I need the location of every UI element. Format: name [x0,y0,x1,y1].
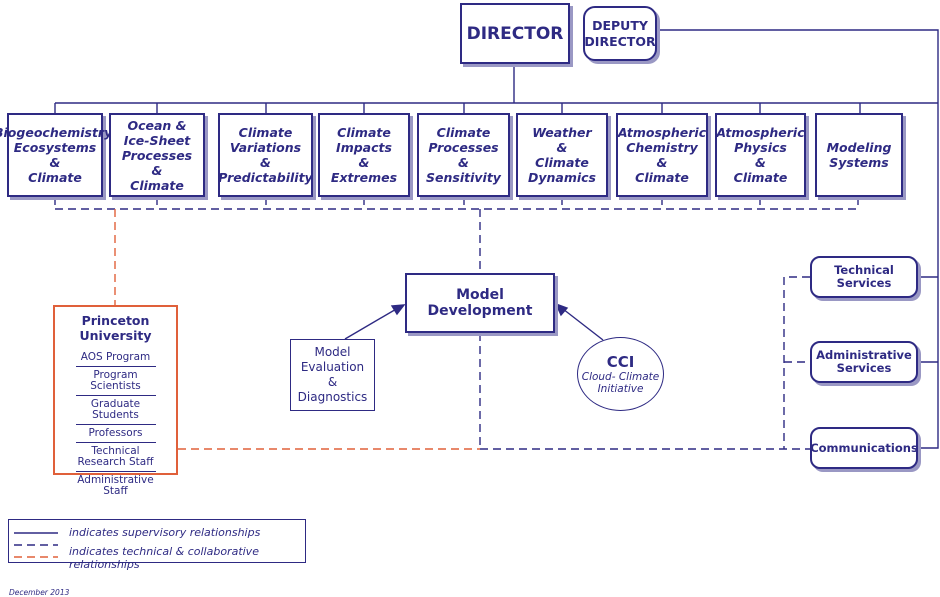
division-weather-climate-dynamics: Weather & Climate Dynamics [516,113,608,197]
footer-date: December 2013 [9,588,70,597]
division-atmospheric-physics: Atmospheric Physics & Climate [715,113,806,197]
division-label: & [755,155,766,170]
cci-title: CCI [606,353,635,371]
division-label: & [151,162,163,178]
collaborative-lines [114,209,480,450]
princeton-item: Technical Research Staff [75,443,156,472]
technical-lines [54,197,859,450]
division-climate-impacts: Climate Impacts & Extremes [318,113,410,197]
communications-box: Communications [810,427,918,469]
division-label: Predictability [218,170,313,185]
division-climate-variations: Climate Variations & Predictability [218,113,313,197]
division-label: & [458,155,469,170]
division-label: Impacts [336,140,392,155]
division-label: Sensitivity [426,170,501,185]
division-label: Variations [229,140,302,155]
division-label: Weather [532,125,592,140]
division-label: Climate [733,170,788,185]
deputy-line-1: DEPUTY [592,17,648,33]
division-label: Climate [130,177,184,193]
service-label: Administrative [816,348,912,362]
division-label: Processes [428,140,499,155]
director-label: DIRECTOR [466,23,564,44]
division-label: & [556,140,568,155]
division-label: Climate [337,125,391,140]
princeton-item: Program Scientists [75,367,156,396]
division-label: & [656,155,668,170]
division-label: Atmospheric [716,125,805,140]
division-label: Ocean & Ice-Sheet [123,117,191,148]
division-label: Modeling [826,140,892,155]
division-label: Climate [238,125,293,140]
division-label: & [358,155,370,170]
technical-services-box: Technical Services [810,256,918,298]
model-evaluation-box: Model Evaluation & Diagnostics [290,339,375,411]
model-development-box: Model Development [405,273,555,333]
division-label: Dynamics [527,170,597,185]
model-development-label: Model Development [427,287,533,319]
division-label: Processes [121,147,193,163]
division-label: Chemistry [626,140,698,155]
service-label: Services [836,361,892,375]
division-label: Climate [28,170,82,185]
division-modeling-systems: Modeling Systems [815,113,903,197]
division-label: & [260,155,271,170]
princeton-item: Administrative Staff [77,474,154,497]
division-label: Physics [734,140,787,155]
service-label: Communications [810,440,918,455]
division-label: Climate [436,125,491,140]
division-climate-processes: Climate Processes & Sensitivity [417,113,510,197]
princeton-item: Graduate Students [75,396,156,425]
princeton-item: AOS Program [75,349,156,367]
administrative-services-box: Administrative Services [810,341,918,383]
division-label: Biogeochemistry, [0,125,117,140]
division-label: Systems [829,155,889,170]
cci-subtitle-line-2: Initiative [597,383,644,395]
model-eval-line: Evaluation [300,360,365,374]
supervisory-lines [54,29,939,449]
princeton-university-box: Princeton University AOS Program Program… [53,305,178,497]
service-label: Services [836,276,892,290]
model-eval-line: & [327,375,338,389]
deputy-line-2: DIRECTOR [584,33,656,49]
legend: indicates supervisory relationships indi… [8,519,306,571]
deputy-director-box: DEPUTY DIRECTOR [583,6,657,61]
division-label: Extremes [330,170,398,185]
cci-ellipse: CCI Cloud- Climate Initiative [577,337,664,411]
division-label: Climate [635,170,689,185]
model-eval-line: Model [314,345,351,359]
princeton-title: Princeton University [79,313,152,343]
division-biogeochemistry: Biogeochemistry, Ecosystems & Climate [0,113,116,197]
division-label: Climate [535,155,589,170]
director-box: DIRECTOR [460,3,570,64]
division-atmospheric-chemistry: Atmospheric Chemistry & Climate [616,113,708,197]
division-label: Ecosystems [13,140,97,155]
division-label: Atmospheric [617,125,707,140]
legend-technical: indicates technical & collaborative rela… [69,545,259,571]
model-eval-line: Diagnostics [297,390,368,404]
princeton-item: Professors [75,425,156,443]
cci-subtitle-line-1: Cloud- Climate [581,371,660,383]
division-label: & [49,155,61,170]
service-label: Technical [834,263,894,277]
legend-supervisory: indicates supervisory relationships [69,526,261,539]
division-ocean-ice-sheet: Ocean & Ice-Sheet Processes & Climate [109,113,205,197]
